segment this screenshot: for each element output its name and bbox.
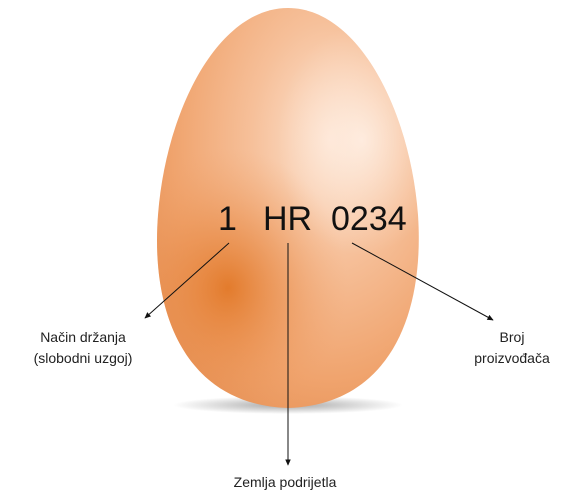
label-country: Zemlja podrijetla — [185, 472, 385, 493]
label-farming-method: Način držanja (slobodni uzgoj) — [8, 327, 158, 369]
label-country-text: Zemlja podrijetla — [185, 472, 385, 493]
label-farming-method-line1: Način držanja — [8, 327, 158, 348]
label-producer-line1: Broj — [457, 327, 567, 348]
label-farming-method-line2: (slobodni uzgoj) — [8, 348, 158, 369]
code-farming-method: 1 — [218, 200, 237, 238]
code-producer: 0234 — [331, 200, 407, 238]
code-country: HR — [263, 200, 312, 238]
label-producer: Broj proizvođača — [457, 327, 567, 369]
label-producer-line2: proizvođača — [457, 348, 567, 369]
